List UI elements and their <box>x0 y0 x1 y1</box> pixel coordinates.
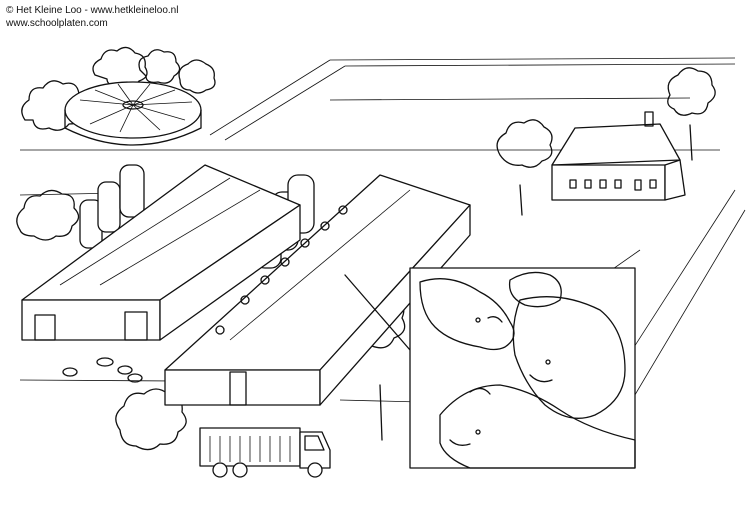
pig-inset <box>409 267 636 469</box>
pig-4 <box>439 384 636 469</box>
barn-left <box>21 164 301 341</box>
credit-line-2: www.schoolplaten.com <box>6 18 108 29</box>
callout-line <box>344 274 411 351</box>
farmhouse <box>551 111 686 201</box>
pasture-pigs <box>62 357 143 383</box>
credit-line-1: © Het Kleine Loo - www.hetkleineloo.nl <box>6 5 179 16</box>
pig-1 <box>419 278 515 351</box>
barn-front <box>164 174 471 406</box>
round-silo <box>64 81 202 146</box>
pig-2 <box>512 296 626 419</box>
truck <box>199 427 331 478</box>
pig-3 <box>508 271 562 308</box>
